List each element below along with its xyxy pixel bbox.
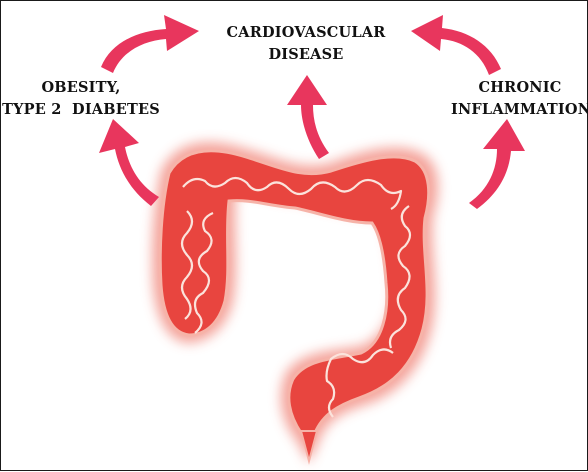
curved-arrow-icon — [99, 119, 159, 206]
curved-arrow-icon — [287, 75, 329, 159]
effect-label-obesity: OBESITY, TYPE 2 DIABETES — [1, 77, 161, 121]
colon-body — [160, 151, 428, 453]
curved-arrow-icon — [411, 15, 501, 75]
effect-label-line: CARDIOVASCULAR — [206, 22, 406, 44]
effect-label-cardiovascular: CARDIOVASCULAR DISEASE — [206, 22, 406, 66]
effect-label-inflammation: CHRONIC INFLAMMATION — [451, 77, 588, 121]
curved-arrow-icon — [469, 119, 525, 209]
effect-label-line: DISEASE — [206, 44, 406, 66]
effect-label-line: OBESITY, — [1, 77, 161, 99]
curved-arrow-icon — [101, 15, 199, 73]
effect-label-line: CHRONIC — [451, 77, 588, 99]
effect-label-line: INFLAMMATION — [451, 99, 588, 121]
colon-illustration — [152, 142, 438, 463]
effect-label-line: TYPE 2 DIABETES — [1, 99, 161, 121]
